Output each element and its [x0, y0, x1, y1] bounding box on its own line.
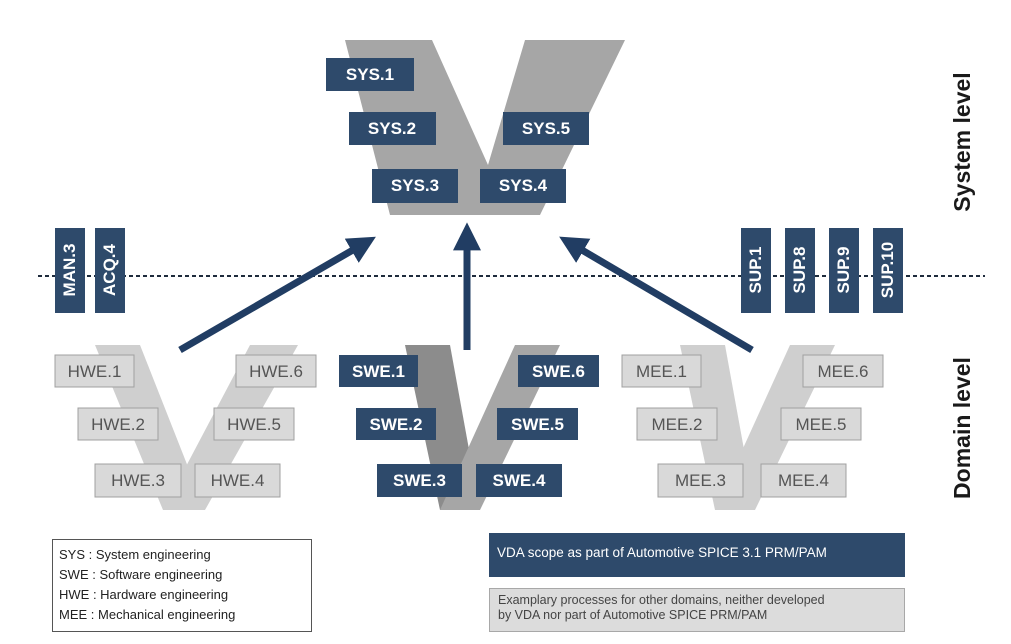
swe-1-label: SWE.1 [352, 362, 405, 381]
abbreviation-legend: SYS : System engineering SWE : Software … [52, 539, 312, 632]
mee-4-box: MEE.4 [760, 463, 847, 498]
swe-4-box: SWE.4 [476, 464, 562, 497]
legend-line-swe: SWE : Software engineering [59, 567, 223, 582]
system-level-label: System level [949, 72, 975, 211]
man-3-label: MAN.3 [60, 244, 79, 297]
sup-8-box: SUP.8 [785, 228, 815, 313]
hwe-5-box: HWE.5 [213, 407, 295, 441]
swe-2-label: SWE.2 [370, 415, 423, 434]
sys-2-label: SYS.2 [368, 119, 416, 138]
swe-6-label: SWE.6 [532, 362, 585, 381]
hwe-2-label: HWE.2 [91, 415, 145, 434]
swe-6-box: SWE.6 [518, 355, 599, 387]
sys-3-box: SYS.3 [372, 169, 458, 203]
mee-3-label: MEE.3 [675, 471, 726, 490]
swe-3-box: SWE.3 [377, 464, 462, 497]
hwe-3-label: HWE.3 [111, 471, 165, 490]
mee-1-box: MEE.1 [621, 354, 702, 388]
mee-5-label: MEE.5 [795, 415, 846, 434]
arrow-hwe-to-system [178, 236, 376, 354]
mee-4-label: MEE.4 [778, 471, 829, 490]
sys-5-box: SYS.5 [503, 112, 589, 145]
sys-2-box: SYS.2 [349, 112, 436, 145]
sup-10-box: SUP.10 [873, 228, 903, 313]
domain-level-label: Domain level [949, 357, 975, 499]
swe-5-box: SWE.5 [497, 408, 578, 440]
other-domains-key: Examplary processes for other domains, n… [489, 588, 905, 632]
mee-3-box: MEE.3 [657, 463, 744, 498]
sup-8-label: SUP.8 [790, 247, 809, 294]
swe-1-box: SWE.1 [339, 355, 418, 387]
sup-9-label: SUP.9 [834, 247, 853, 294]
sys-3-label: SYS.3 [391, 176, 439, 195]
mee-6-label: MEE.6 [817, 362, 868, 381]
hwe-6-box: HWE.6 [235, 354, 317, 388]
sys-4-box: SYS.4 [480, 169, 566, 203]
hwe-1-label: HWE.1 [68, 362, 122, 381]
sup-10-label: SUP.10 [878, 242, 897, 298]
hwe-6-label: HWE.6 [249, 362, 303, 381]
sys-4-label: SYS.4 [499, 176, 548, 195]
hwe-3-box: HWE.3 [94, 463, 182, 498]
hwe-2-box: HWE.2 [77, 407, 159, 441]
man-3-box: MAN.3 [55, 228, 85, 313]
mee-1-label: MEE.1 [636, 362, 687, 381]
sys-1-label: SYS.1 [346, 65, 394, 84]
hwe-5-label: HWE.5 [227, 415, 281, 434]
sup-1-box: SUP.1 [741, 228, 771, 313]
mee-6-box: MEE.6 [802, 354, 884, 388]
mee-2-box: MEE.2 [636, 407, 718, 441]
other-domains-text-line2: by VDA nor part of Automotive SPICE PRM/… [498, 608, 768, 622]
swe-4-label: SWE.4 [493, 471, 546, 490]
other-domains-text-line1: Examplary processes for other domains, n… [498, 593, 825, 607]
sys-5-label: SYS.5 [522, 119, 570, 138]
swe-3-label: SWE.3 [393, 471, 446, 490]
acq-4-label: ACQ.4 [100, 243, 119, 296]
swe-5-label: SWE.5 [511, 415, 564, 434]
hwe-4-label: HWE.4 [211, 471, 265, 490]
vda-scope-text: VDA scope as part of Automotive SPICE 3.… [497, 545, 827, 560]
sup-1-label: SUP.1 [746, 247, 765, 294]
swe-2-box: SWE.2 [356, 408, 436, 440]
vda-scope-key: VDA scope as part of Automotive SPICE 3.… [489, 533, 905, 577]
mee-2-label: MEE.2 [651, 415, 702, 434]
legend-line-hwe: HWE : Hardware engineering [59, 587, 229, 602]
mee-5-box: MEE.5 [780, 407, 862, 441]
hwe-1-box: HWE.1 [54, 354, 135, 388]
hwe-4-box: HWE.4 [194, 463, 281, 498]
acq-4-box: ACQ.4 [95, 228, 125, 313]
arrow-mee-to-system [559, 236, 754, 354]
sup-9-box: SUP.9 [829, 228, 859, 313]
legend-line-mee: MEE : Mechanical engineering [59, 607, 236, 622]
legend-line-sys: SYS : System engineering [59, 547, 211, 562]
sys-1-box: SYS.1 [326, 58, 414, 91]
